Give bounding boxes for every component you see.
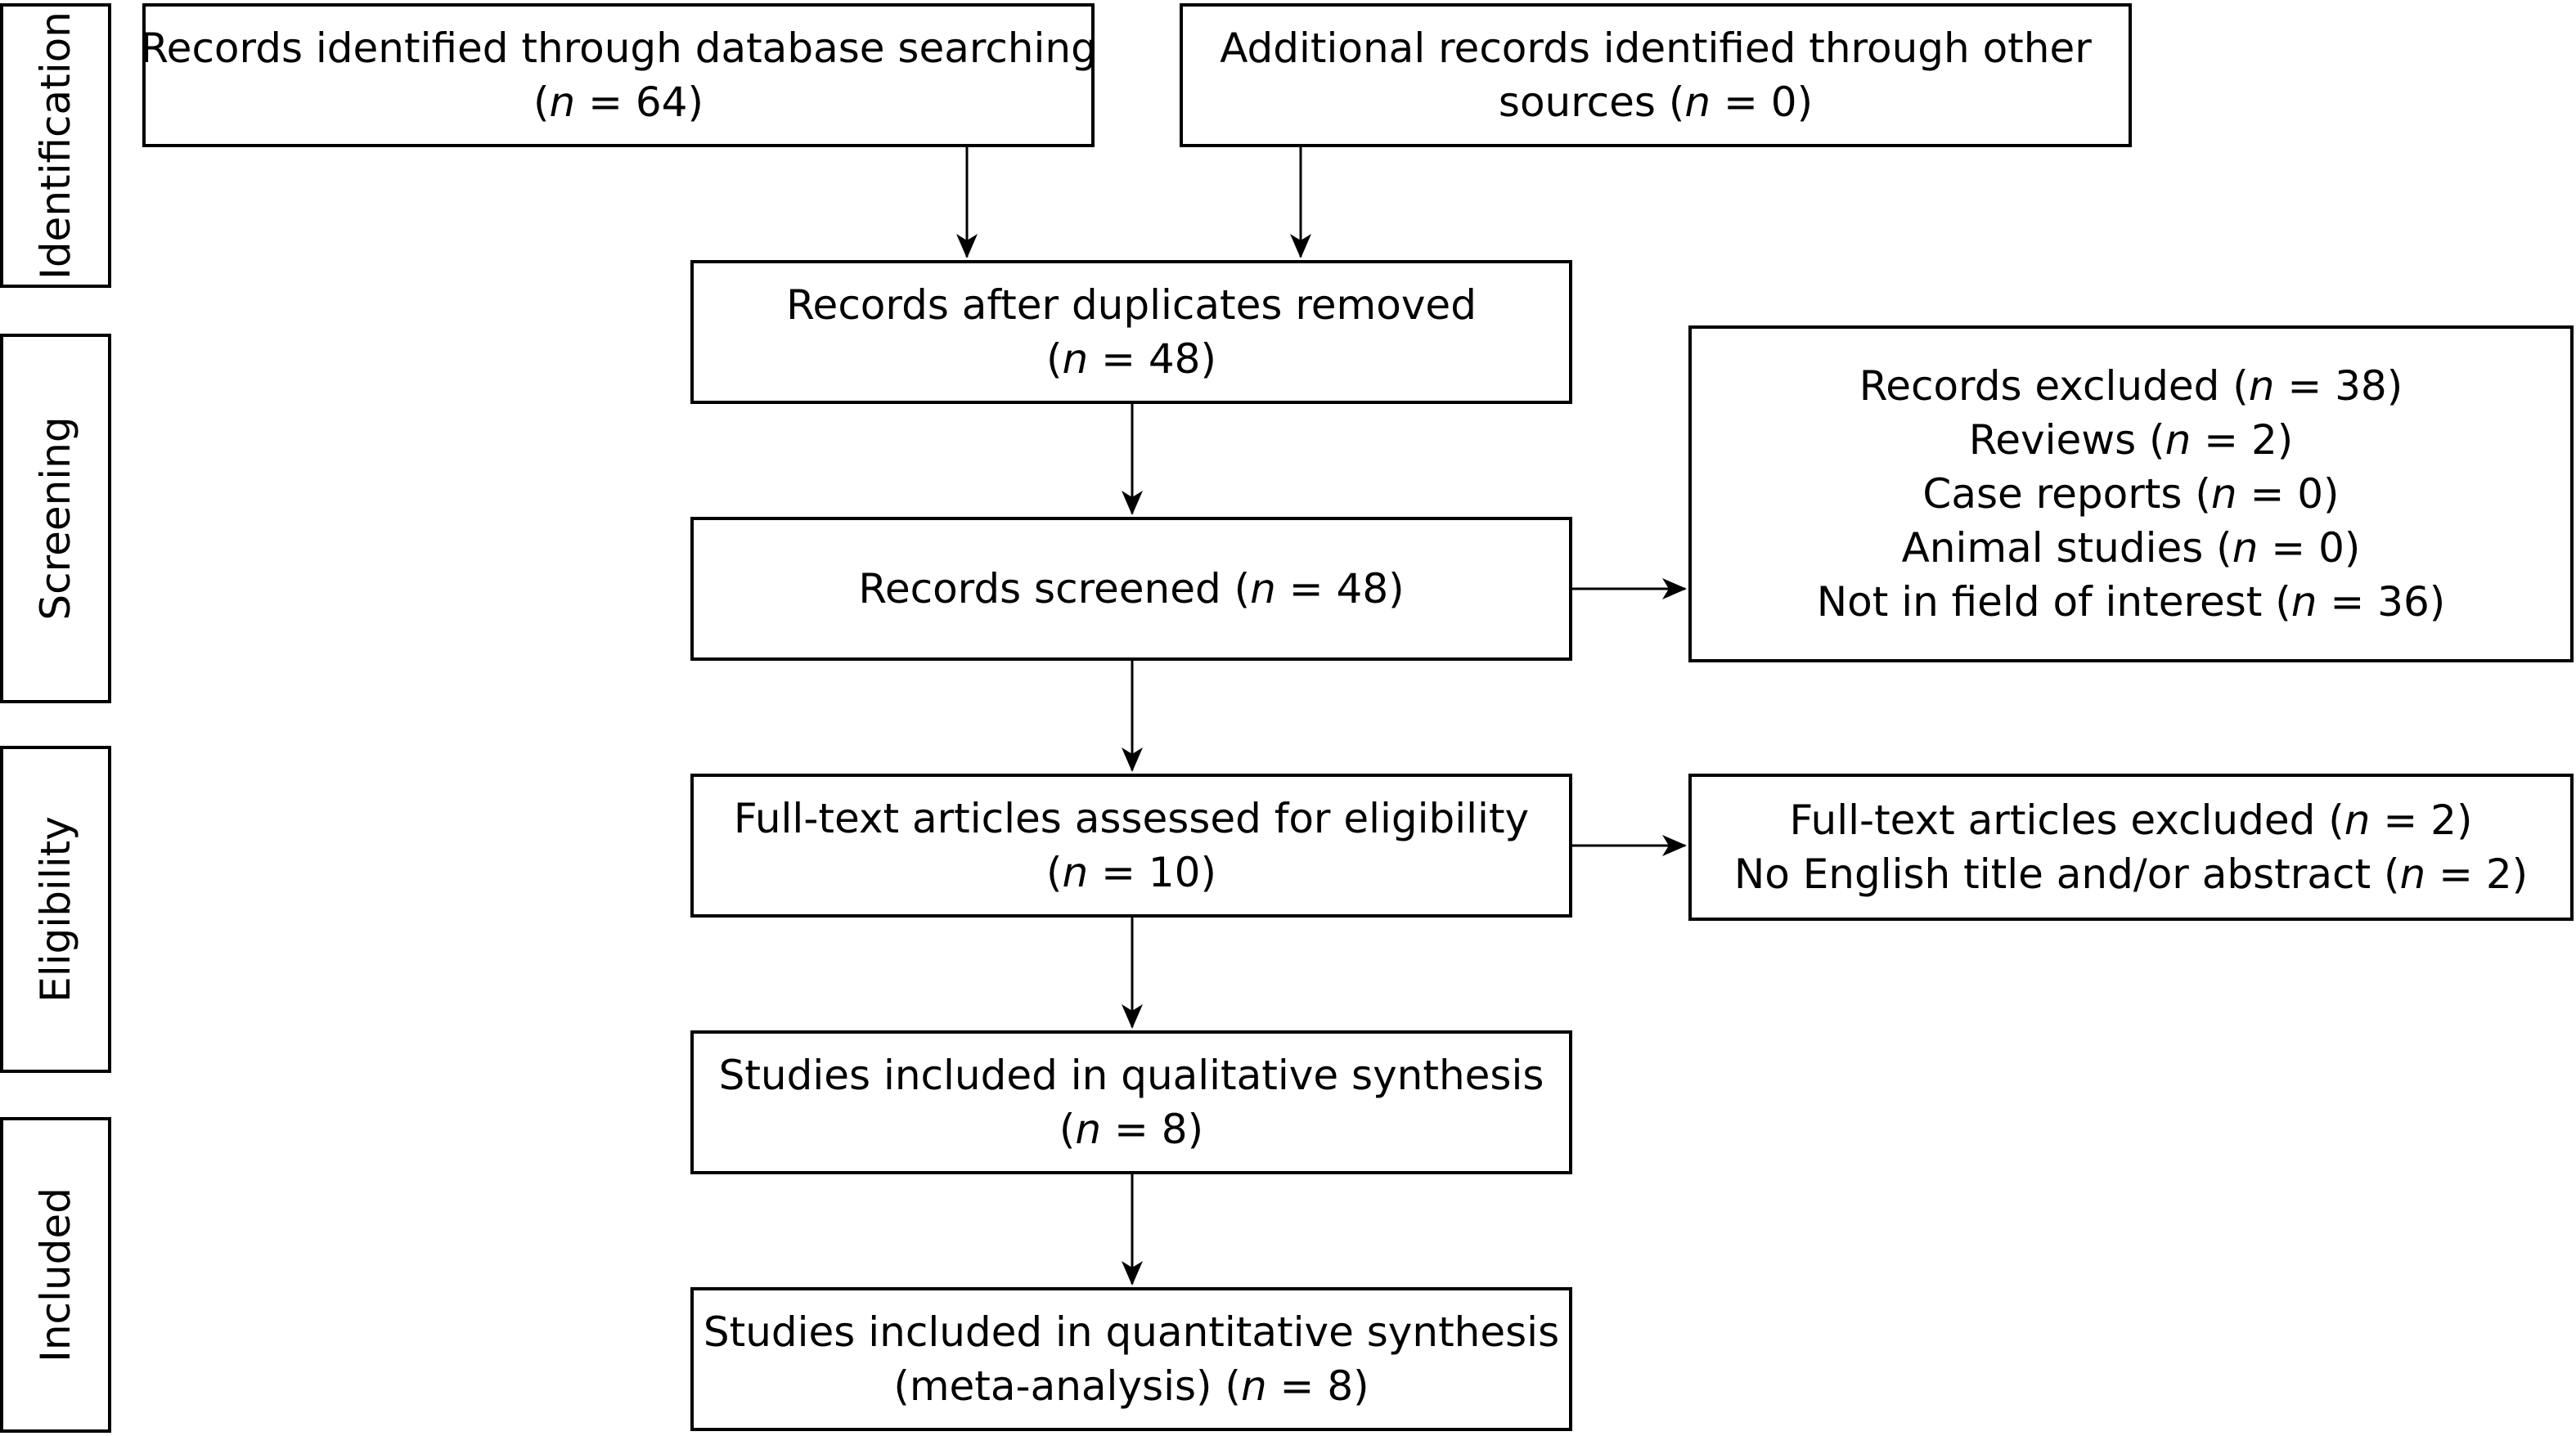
excluded-item: Case reports (n = 0) — [1922, 470, 2340, 518]
box-qualitative-synthesis: Studies included in qualitative synthesi… — [690, 1030, 1572, 1174]
box-text: sources ( — [1498, 79, 1685, 126]
item-label: Full-text articles excluded ( — [1789, 797, 2344, 844]
item-label: No English title and/or abstract ( — [1733, 850, 2400, 898]
count-value: 48 — [1336, 565, 1389, 613]
box-count: (n = 48) — [1045, 335, 1217, 383]
excluded-item: No English title and/or abstract (n = 2) — [1733, 850, 2529, 898]
n-symbol: n — [2248, 362, 2275, 410]
arrowhead-icon — [1662, 835, 1687, 856]
item-label: Not in field of interest ( — [1816, 578, 2291, 626]
excluded-item: Records excluded (n = 38) — [1859, 362, 2403, 410]
n-symbol: n — [1250, 565, 1276, 613]
box-text: Full-text articles assessed for eligibil… — [733, 795, 1530, 842]
excluded-item: Animal studies (n = 0) — [1901, 524, 2361, 572]
arrowhead-icon — [956, 234, 978, 258]
count-value: 38 — [2335, 362, 2387, 410]
box-other-sources: Additional records identified through ot… — [1180, 3, 2132, 147]
box-database-records: Records identified through database sear… — [140, 3, 1097, 147]
box-after-duplicates: Records after duplicates removed (n = 48… — [690, 260, 1572, 404]
item-label: Case reports ( — [1922, 470, 2211, 518]
box-count: (n = 8) — [1059, 1106, 1204, 1153]
arrowhead-icon — [1122, 491, 1143, 515]
n-symbol: n — [2232, 524, 2259, 572]
n-symbol: n — [1684, 79, 1711, 126]
count-value: 0 — [2318, 524, 2344, 572]
count-value: 8 — [1161, 1106, 1188, 1153]
item-label: Animal studies ( — [1901, 524, 2232, 572]
box-text: (meta-analysis) ( — [893, 1362, 1241, 1410]
n-symbol: n — [549, 79, 576, 126]
box-count: (n = 10) — [1045, 849, 1217, 896]
count-value: 8 — [1327, 1362, 1354, 1410]
box-text: Records identified through database sear… — [140, 25, 1097, 72]
stage-screening: Screening — [0, 334, 111, 703]
count-value: 0 — [1770, 79, 1797, 126]
box-quantitative-synthesis: Studies included in quantitative synthes… — [690, 1287, 1572, 1431]
excluded-item: Not in field of interest (n = 36) — [1816, 578, 2446, 626]
box-count: Records screened (n = 48) — [858, 565, 1405, 613]
box-text: Records after duplicates removed — [786, 281, 1477, 329]
n-symbol: n — [2210, 470, 2237, 518]
arrowhead-icon — [1662, 578, 1687, 599]
n-symbol: n — [2344, 797, 2371, 844]
count-value: 36 — [2377, 578, 2430, 626]
stage-included: Included — [0, 1117, 111, 1433]
excluded-item: Reviews (n = 2) — [1968, 416, 2294, 464]
box-count: sources (n = 0) — [1498, 79, 1814, 126]
arrowhead-icon — [1122, 1261, 1143, 1286]
box-fulltext-excluded: Full-text articles excluded (n = 2) No E… — [1688, 774, 2574, 921]
count-value: 48 — [1148, 335, 1201, 383]
count-value: 64 — [635, 79, 688, 126]
arrowhead-icon — [1122, 747, 1143, 772]
n-symbol: n — [1240, 1362, 1267, 1410]
n-symbol: n — [2291, 578, 2318, 626]
n-symbol: n — [2165, 416, 2192, 464]
count-value: 0 — [2297, 470, 2324, 518]
excluded-item: Full-text articles excluded (n = 2) — [1789, 797, 2473, 844]
box-text: Studies included in qualitative synthesi… — [718, 1052, 1544, 1099]
n-symbol: n — [1062, 849, 1089, 896]
box-records-screened: Records screened (n = 48) — [690, 517, 1572, 661]
box-count: (n = 64) — [533, 79, 704, 126]
n-symbol: n — [2399, 850, 2426, 898]
count-value: 2 — [2430, 797, 2457, 844]
count-value: 2 — [2485, 850, 2512, 898]
arrowhead-icon — [1290, 234, 1311, 258]
box-fulltext-assessed: Full-text articles assessed for eligibil… — [690, 774, 1572, 918]
stage-eligibility: Eligibility — [0, 746, 111, 1073]
count-value: 10 — [1148, 849, 1201, 896]
count-value: 2 — [2250, 416, 2277, 464]
box-records-excluded: Records excluded (n = 38) Reviews (n = 2… — [1688, 325, 2574, 662]
box-text: Studies included in quantitative synthes… — [703, 1308, 1560, 1356]
item-label: Records excluded ( — [1859, 362, 2249, 410]
box-text: Records screened ( — [858, 565, 1251, 613]
item-label: Reviews ( — [1968, 416, 2165, 464]
box-count: (meta-analysis) (n = 8) — [893, 1362, 1369, 1410]
n-symbol: n — [1062, 335, 1089, 383]
n-symbol: n — [1075, 1106, 1102, 1153]
box-text: Additional records identified through ot… — [1220, 25, 2092, 72]
stage-identification: Identification — [0, 3, 111, 288]
arrowhead-icon — [1122, 1004, 1143, 1029]
